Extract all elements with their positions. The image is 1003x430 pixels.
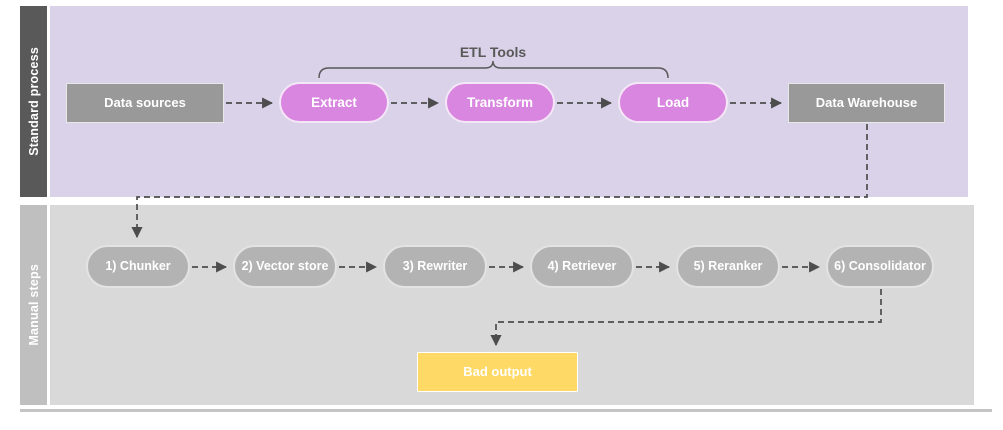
lane-header-standard-process: Standard process	[20, 6, 47, 197]
node-chunker[interactable]: 1) Chunker	[86, 245, 190, 288]
node-rewriter[interactable]: 3) Rewriter	[383, 245, 487, 288]
lane-label-standard-process: Standard process	[26, 47, 41, 156]
node-reranker[interactable]: 5) Reranker	[676, 245, 780, 288]
node-data-warehouse[interactable]: Data Warehouse	[788, 83, 945, 123]
node-vector-store[interactable]: 2) Vector store	[233, 245, 337, 288]
node-bad-output[interactable]: Bad output	[417, 352, 578, 392]
node-data-sources[interactable]: Data sources	[66, 83, 224, 123]
lane-label-manual-steps: Manual steps	[26, 264, 41, 346]
node-retriever[interactable]: 4) Retriever	[530, 245, 634, 288]
node-extract[interactable]: Extract	[279, 82, 389, 123]
bottom-divider	[20, 409, 992, 412]
node-consolidator[interactable]: 6) Consolidator	[826, 245, 934, 288]
node-transform[interactable]: Transform	[445, 82, 555, 123]
etl-tools-label: ETL Tools	[459, 44, 527, 60]
node-load[interactable]: Load	[618, 82, 728, 123]
lane-header-manual-steps: Manual steps	[20, 205, 47, 405]
